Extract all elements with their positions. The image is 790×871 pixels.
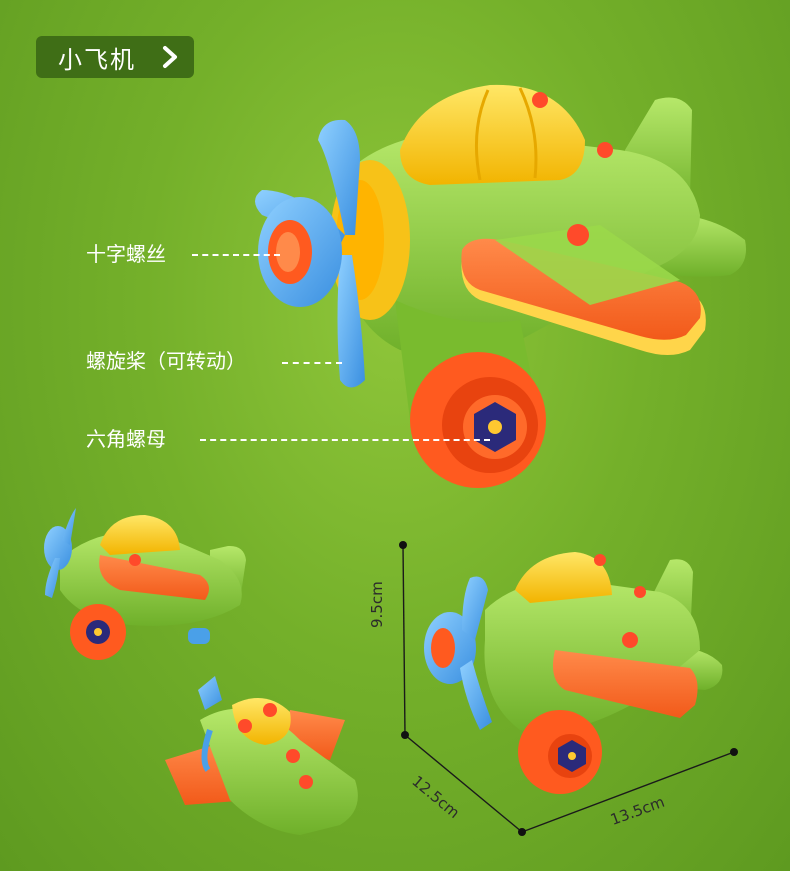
small-plane-side: [44, 508, 246, 660]
page-title: 小飞机: [58, 45, 136, 74]
leader-line-propeller: [282, 362, 342, 364]
callout-screw: 十字螺丝: [86, 242, 166, 266]
dimensioned-plane: [424, 552, 723, 794]
dimension-lines: [399, 541, 738, 836]
leader-line-nut: [200, 439, 490, 441]
leader-line-screw: [192, 254, 280, 256]
title-badge: 小飞机: [36, 36, 194, 78]
chevron-right-icon: [163, 46, 177, 68]
dimension-height-label: 9.5cm: [368, 581, 386, 628]
small-plane-top: [165, 676, 358, 835]
main-plane: [255, 84, 746, 488]
callout-propeller: 螺旋桨（可转动）: [86, 349, 246, 373]
callout-nut: 六角螺母: [86, 427, 166, 451]
